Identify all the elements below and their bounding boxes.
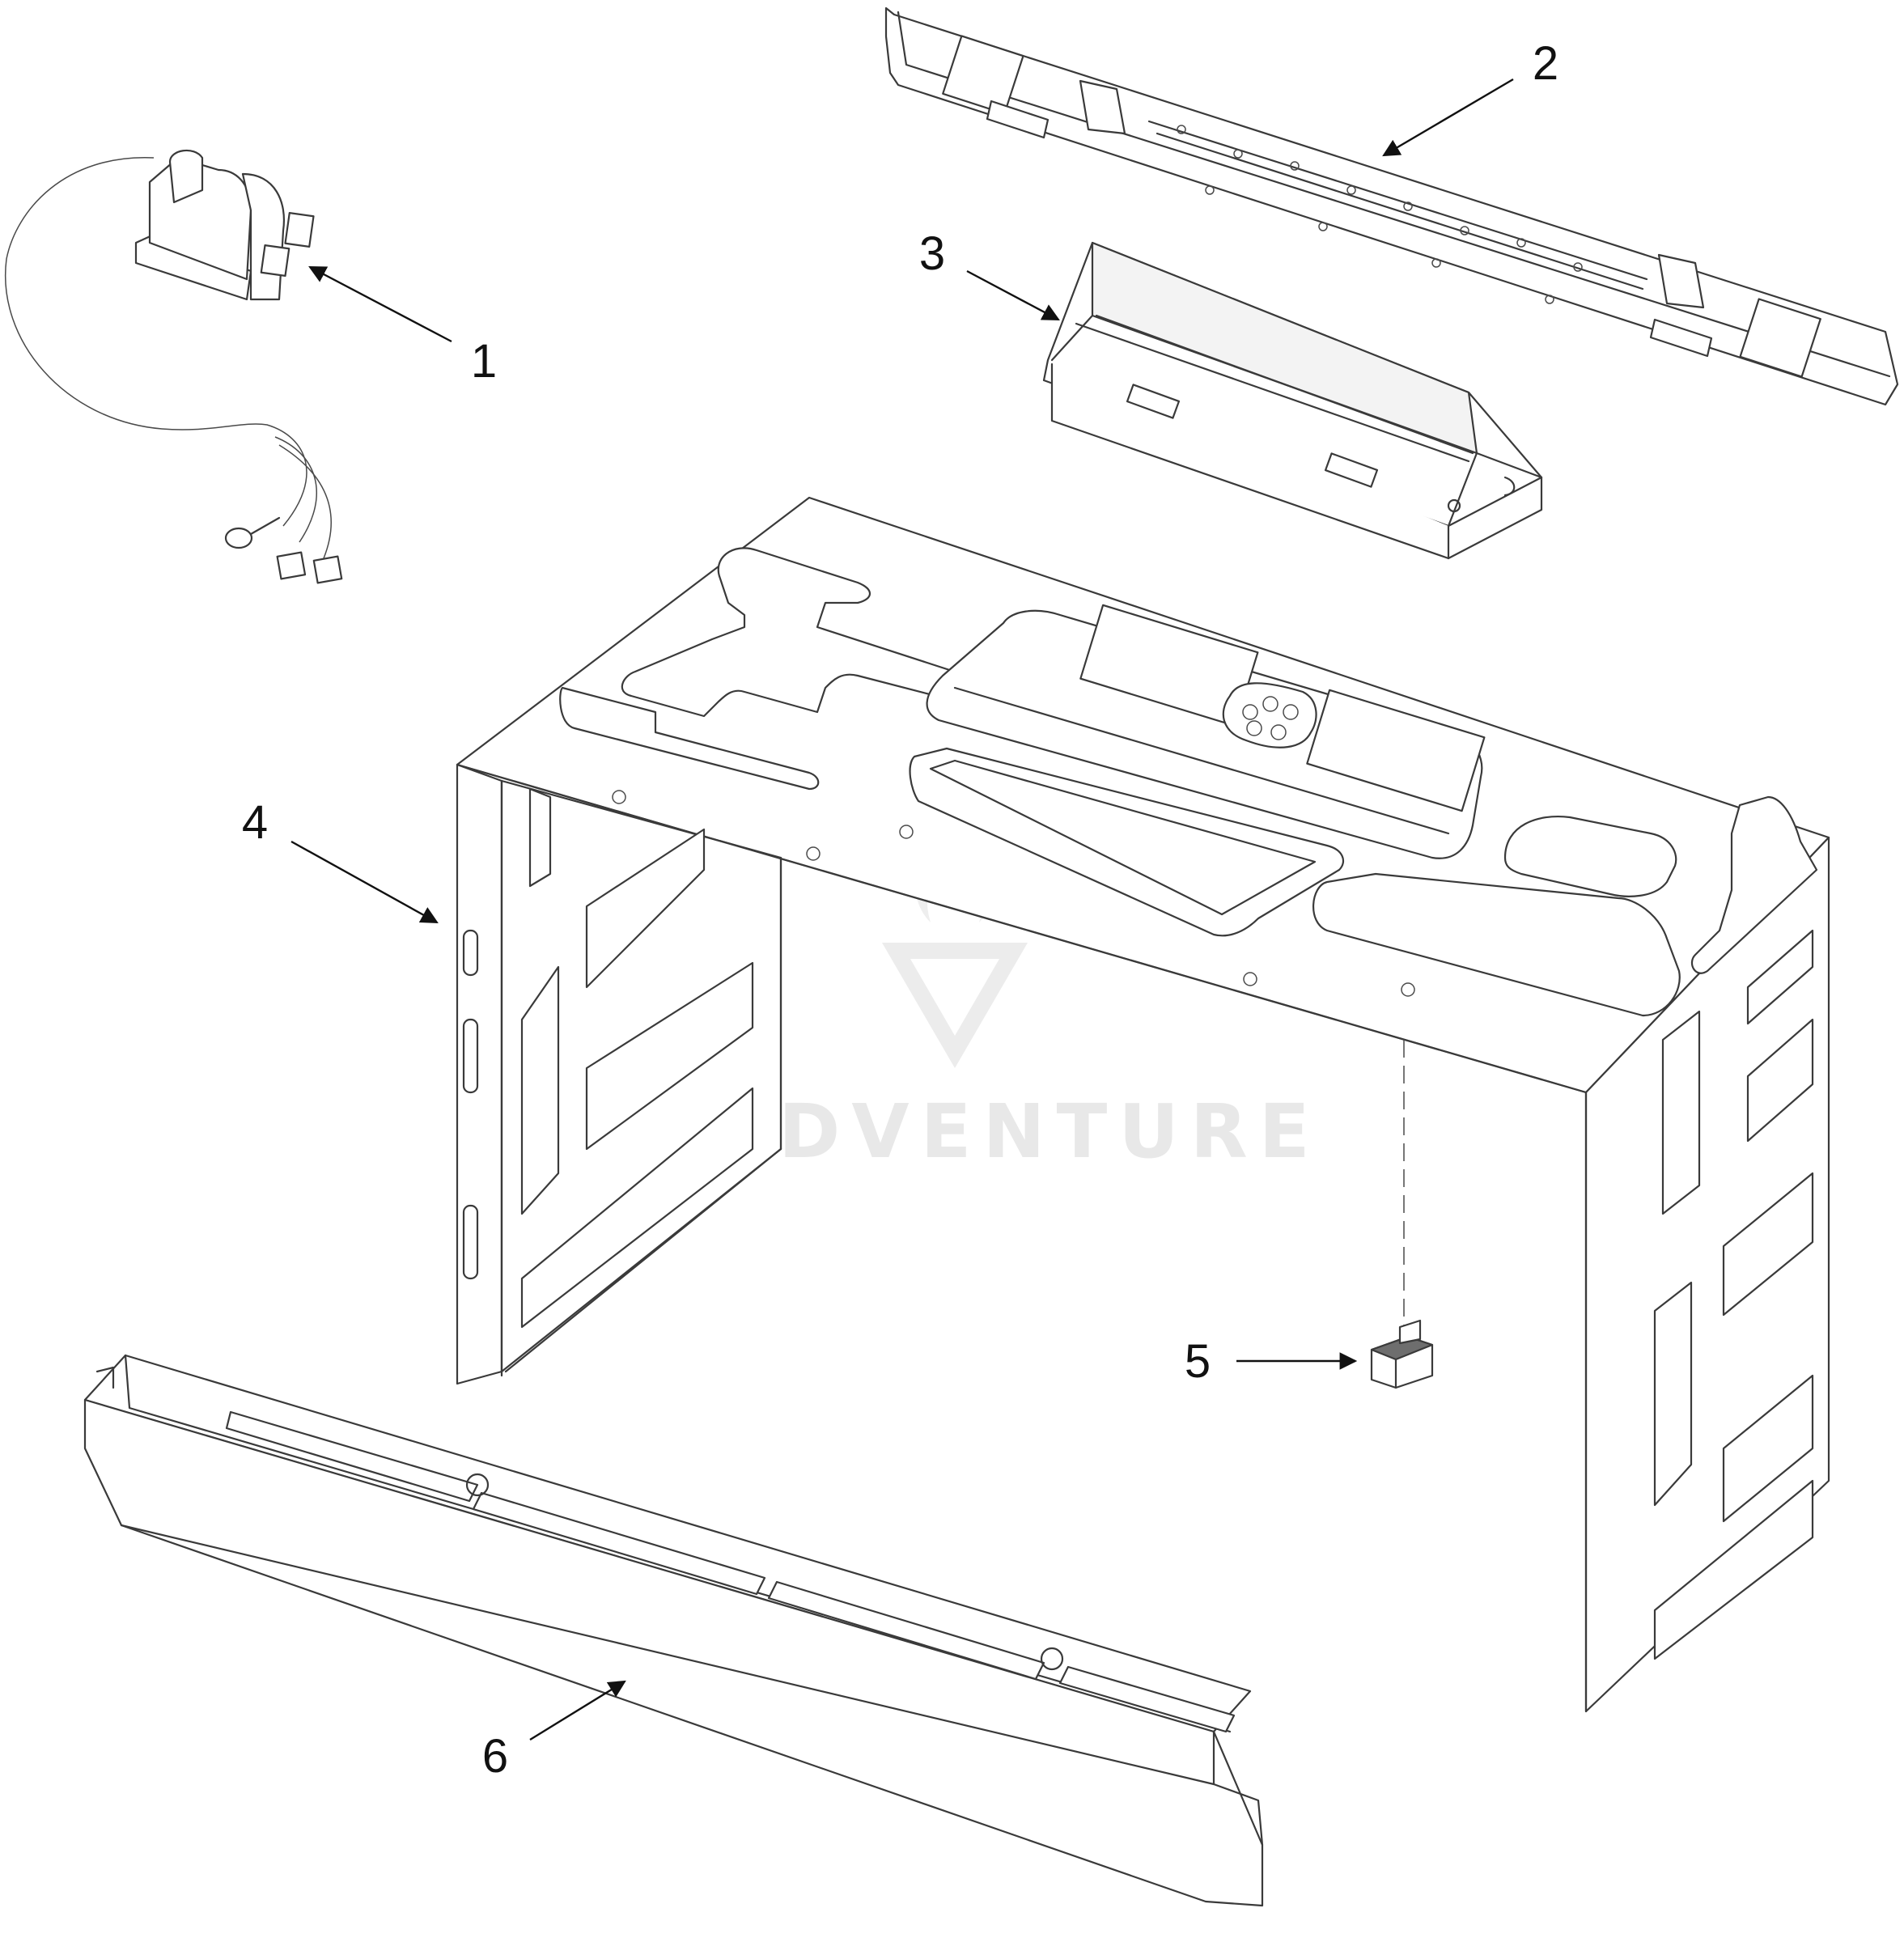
part-1-power-cord: [5, 149, 343, 584]
part-4-cabinet: [456, 496, 1830, 1713]
callout-6-label: 6: [482, 1730, 508, 1783]
callout-3-leader: [966, 269, 1060, 321]
callout-1-label: 1: [471, 335, 497, 388]
callout-6-leader: [529, 1680, 626, 1741]
part-2-top-rail: [884, 6, 1899, 406]
part-3-bracket: [1042, 241, 1543, 560]
callouts: 1 2 3 4 5 6: [242, 37, 1558, 1783]
callout-1-leader: [308, 265, 452, 343]
rail-holes: [1177, 125, 1583, 304]
callout-4-leader: [290, 840, 439, 924]
part-6-bottom-rail: [83, 1354, 1264, 1907]
part-5-clip: [1370, 1040, 1434, 1389]
callout-5-label: 5: [1185, 1335, 1211, 1388]
callout-3-label: 3: [919, 227, 945, 280]
callout-2-label: 2: [1533, 37, 1558, 90]
watermark-v-logo-icon: [882, 943, 1028, 1068]
cabinet-side-slots-left: [462, 787, 754, 1329]
callout-4-label: 4: [242, 796, 268, 849]
callout-2-leader: [1382, 78, 1514, 157]
cabinet-side-slots-right: [1653, 929, 1814, 1660]
